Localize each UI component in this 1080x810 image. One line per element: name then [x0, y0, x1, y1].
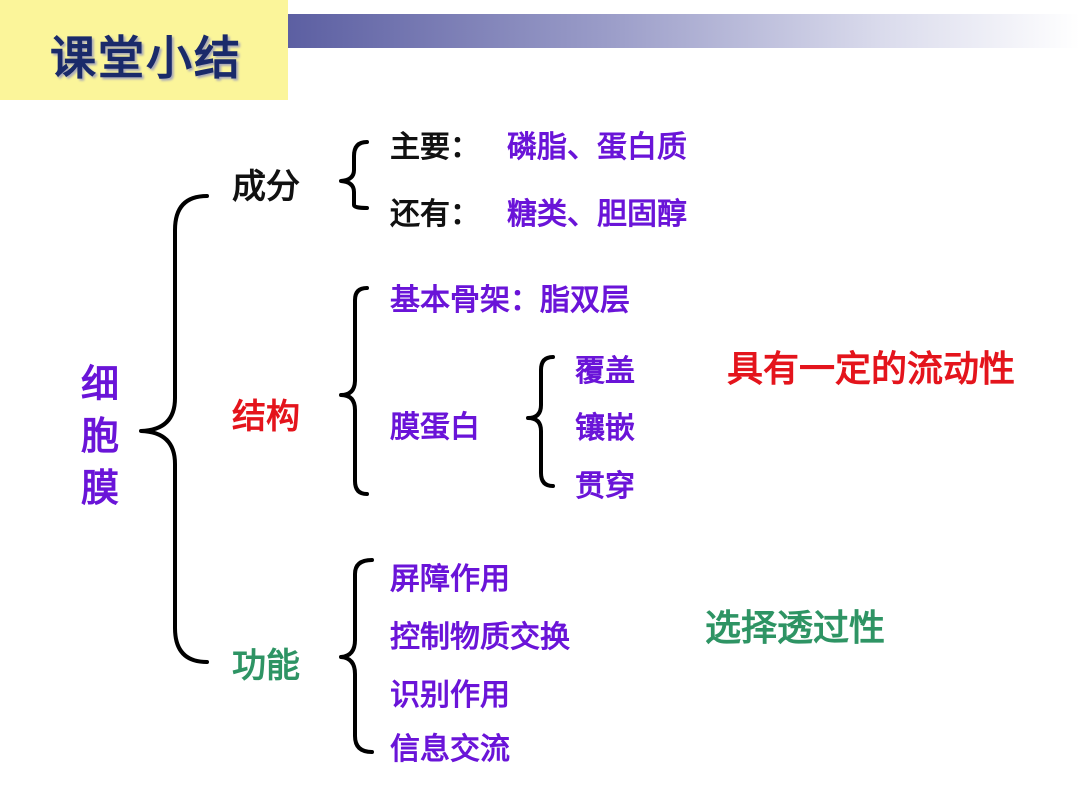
function-brace — [339, 558, 374, 754]
protein-mode-span: 贯穿 — [575, 469, 635, 504]
composition-brace — [339, 140, 369, 210]
protein-mode-embed: 镶嵌 — [575, 411, 635, 446]
function-item-barrier: 屏障作用 — [390, 562, 510, 597]
protein-brace — [526, 355, 555, 488]
other-component-label: 还有： — [390, 197, 480, 232]
skeleton-text: 基本骨架：脂双层 — [390, 283, 630, 318]
slide-title: 课堂小结 — [50, 31, 242, 85]
title-box: 课堂小结 — [0, 0, 288, 100]
main-component-label: 主要： — [390, 130, 480, 165]
function-item-recognition: 识别作用 — [390, 678, 510, 713]
structure-brace — [339, 286, 369, 496]
membrane-protein-label: 膜蛋白 — [390, 410, 480, 445]
root-label: 细胞膜 — [80, 362, 119, 510]
title-gradient-bar — [288, 14, 1080, 48]
selective-permeability-property: 选择透过性 — [705, 608, 886, 649]
function-item-exchange: 控制物质交换 — [390, 620, 570, 655]
main-component-value: 磷脂、蛋白质 — [507, 130, 687, 165]
function-label: 功能 — [232, 646, 300, 686]
function-item-communication: 信息交流 — [390, 732, 510, 767]
other-component-value: 糖类、胆固醇 — [507, 197, 687, 232]
protein-mode-cover: 覆盖 — [575, 354, 635, 389]
structure-label: 结构 — [232, 397, 300, 437]
composition-label: 成分 — [232, 167, 300, 207]
root-brace — [139, 194, 209, 664]
fluidity-property: 具有一定的流动性 — [727, 349, 1016, 390]
